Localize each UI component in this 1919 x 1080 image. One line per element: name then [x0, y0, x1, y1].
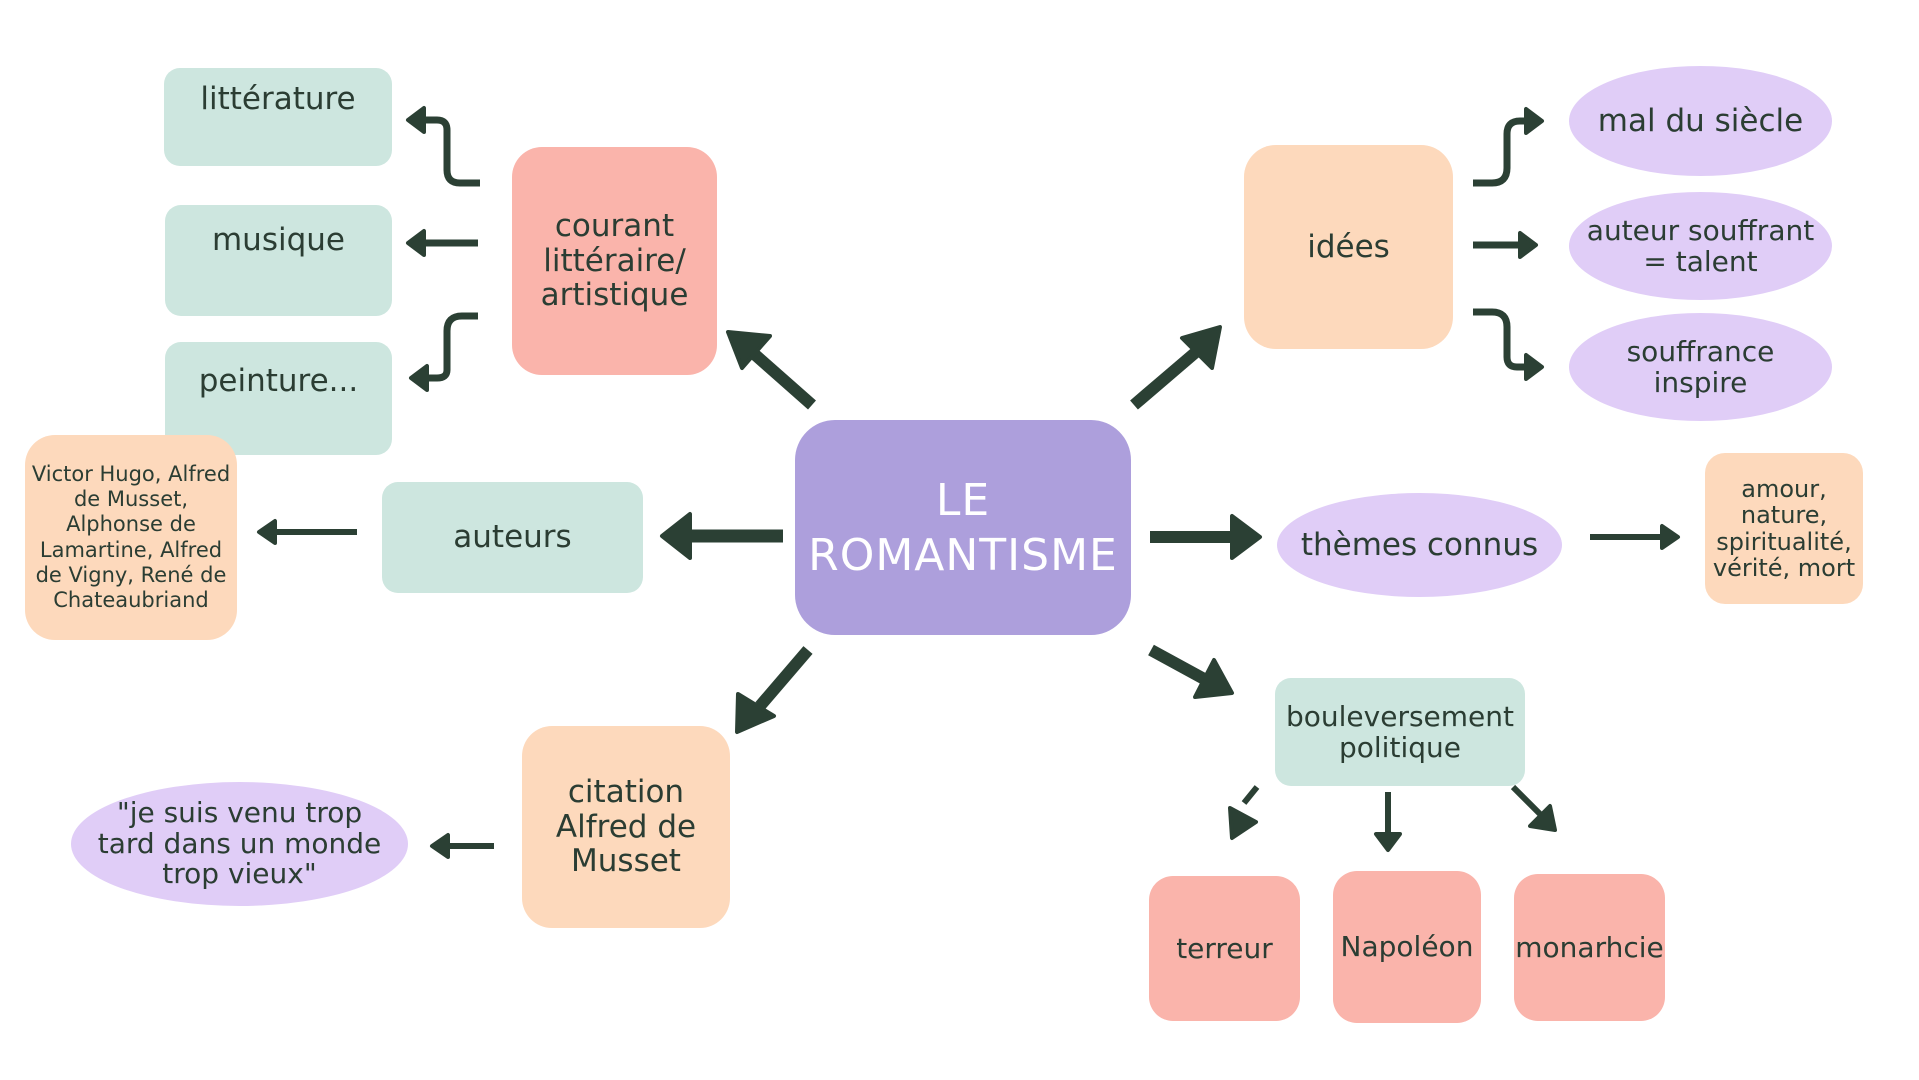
node-mal-du-siecle: mal du siècle	[1569, 66, 1832, 176]
node-idees: idées	[1244, 145, 1453, 349]
node-mal-du-siecle-label: mal du siècle	[1597, 102, 1804, 139]
node-idees-label: idées	[1307, 228, 1390, 265]
arrow-bouleversement-to-napoleon	[1374, 792, 1402, 852]
node-auteurs-list: Victor Hugo, Alfred de Musset, Alphonse …	[25, 435, 237, 640]
node-auteurs: auteurs	[382, 482, 643, 593]
arrow-themes-to-list	[1590, 524, 1680, 550]
arrow-bouleversement-to-terreur	[1228, 785, 1260, 840]
node-themes-list-text: amour, nature, spiritualité, vérité, mor…	[1712, 474, 1856, 582]
node-monarhcie: monarhcie	[1514, 874, 1665, 1021]
node-themes-list: amour, nature, spiritualité, vérité, mor…	[1705, 453, 1863, 604]
node-napoleon-label: Napoléon	[1340, 930, 1474, 964]
arrow-bouleversement-to-monarhcie	[1510, 784, 1557, 832]
node-citation: citation Alfred de Musset	[522, 726, 730, 928]
arrow-center-to-citation	[735, 646, 813, 734]
arrow-center-to-themes	[1150, 514, 1262, 560]
node-auteur-souffrant: auteur souffrant = talent	[1569, 192, 1832, 300]
central-topic: LE ROMANTISME	[795, 420, 1131, 635]
arrow-center-to-courant	[726, 330, 816, 410]
node-citation-label: citation Alfred de Musset	[555, 773, 697, 880]
node-souffrance-inspire: souffrance inspire	[1569, 313, 1832, 421]
node-courant: courant littéraire/ artistique	[512, 147, 717, 375]
node-musique-label: musique	[211, 222, 345, 258]
arrow-center-to-bouleversement	[1148, 644, 1234, 699]
node-auteur-souffrant-label: auteur souffrant = talent	[1586, 213, 1815, 278]
node-quote-text: "je suis venu trop tard dans un monde tr…	[97, 795, 382, 891]
node-peinture-label: peinture...	[198, 363, 359, 399]
node-themes-label: thèmes connus	[1300, 526, 1539, 563]
node-souffrance-inspire-label: souffrance inspire	[1626, 334, 1775, 399]
node-bouleversement-label: bouleversement politique	[1285, 699, 1514, 764]
node-auteurs-label: auteurs	[453, 519, 572, 556]
node-courant-label: courant littéraire/ artistique	[540, 207, 689, 314]
node-quote: "je suis venu trop tard dans un monde tr…	[71, 782, 408, 906]
arrow-auteurs-to-list	[257, 519, 357, 545]
arrow-courant-to-musique	[406, 229, 478, 257]
node-musique: musique	[165, 205, 392, 316]
arrow-center-to-auteurs	[660, 512, 783, 560]
central-topic-line1: LE	[935, 474, 991, 526]
node-themes: thèmes connus	[1277, 493, 1562, 597]
arrow-courant-to-peinture	[409, 312, 478, 392]
node-monarhcie-label: monarhcie	[1515, 930, 1664, 964]
arrow-idees-to-souffrance	[1473, 308, 1544, 381]
node-terreur: terreur	[1149, 876, 1300, 1021]
node-auteurs-list-text: Victor Hugo, Alfred de Musset, Alphonse …	[31, 461, 231, 612]
node-napoleon: Napoléon	[1333, 871, 1481, 1023]
arrow-courant-to-litterature	[406, 106, 480, 187]
arrow-idees-to-mal-du-siecle	[1473, 107, 1544, 187]
arrow-center-to-idees	[1130, 325, 1222, 410]
central-topic-line2: ROMANTISME	[808, 529, 1118, 581]
node-terreur-label: terreur	[1176, 931, 1273, 965]
node-bouleversement: bouleversement politique	[1275, 678, 1525, 786]
node-litterature: littérature	[164, 68, 392, 166]
node-peinture: peinture...	[165, 342, 392, 455]
arrow-citation-to-quote	[430, 833, 494, 859]
arrow-idees-to-auteur-souffrant	[1473, 231, 1538, 259]
node-litterature-label: littérature	[200, 81, 356, 117]
